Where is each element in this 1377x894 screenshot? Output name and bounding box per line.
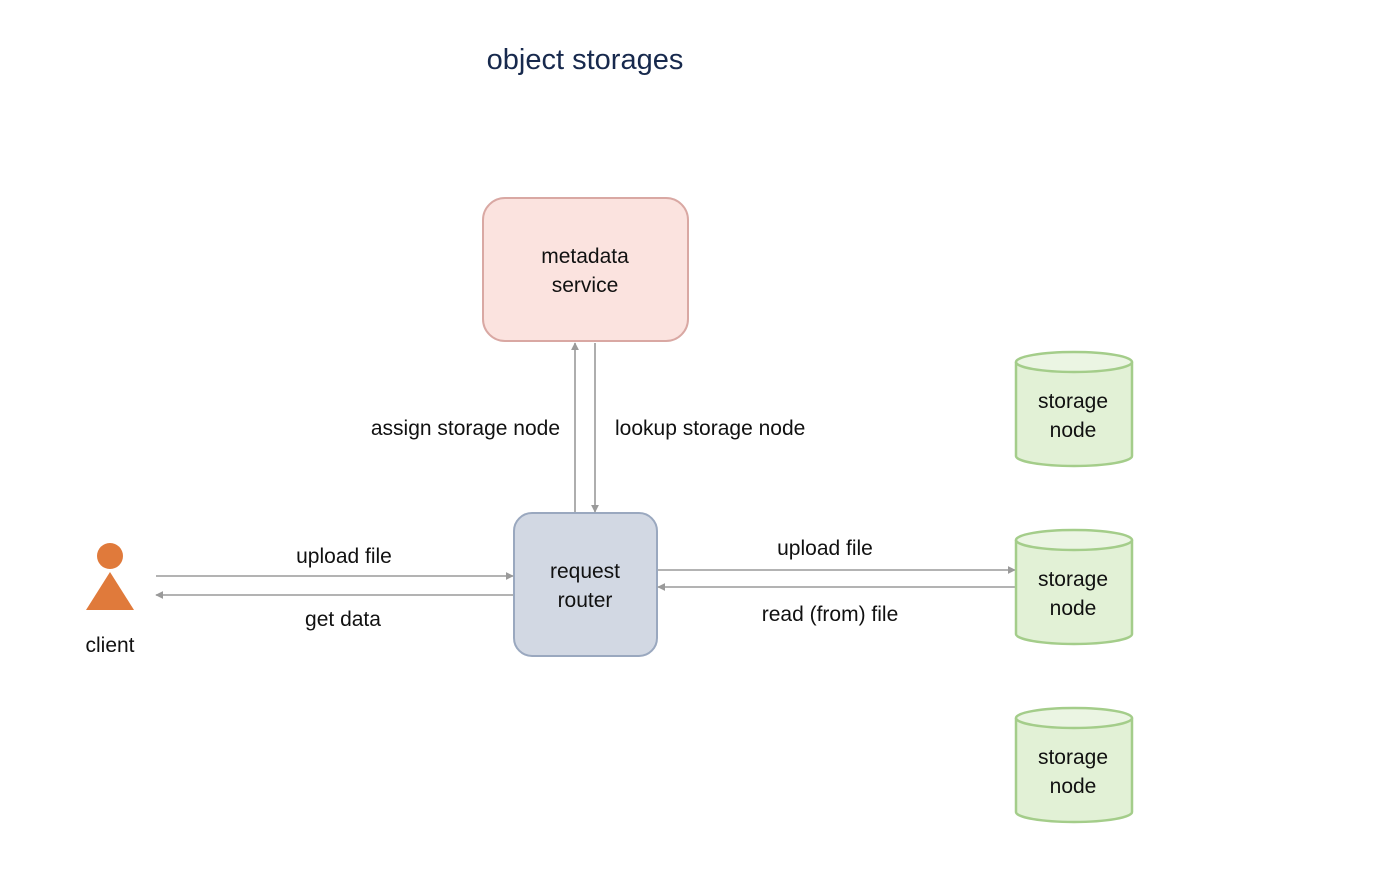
lookup-storage-node-label: lookup storage node [615, 417, 805, 440]
storage-node-3-label-line1: storage [1038, 746, 1108, 769]
metadata-service-node: metadata service [482, 197, 689, 342]
client-label: client [85, 634, 134, 657]
storage-node-2-label-line1: storage [1038, 568, 1108, 591]
storage-node-3-label-line2: node [1050, 775, 1097, 798]
request-router-label-line1: request [550, 560, 620, 583]
client-actor: client [85, 543, 135, 657]
storage-node-1-label-line2: node [1050, 419, 1097, 442]
storage-node-3-cylinder-icon [1014, 718, 1134, 824]
storage-node-2: storage node [1014, 528, 1134, 646]
metadata-service-box [482, 197, 689, 342]
storage-upload-file-label: upload file [777, 537, 873, 560]
metadata-service-label-line1: metadata [541, 245, 629, 268]
storage-node-2-label-line2: node [1050, 597, 1097, 620]
client-get-data-label: get data [305, 608, 381, 631]
diagram-title: object storages [487, 44, 684, 76]
storage-node-1-top [1014, 350, 1134, 374]
storage-node-2-top [1014, 528, 1134, 552]
storage-node-1-cylinder-icon [1014, 362, 1134, 468]
storage-node-3-top [1014, 706, 1134, 730]
storage-node-1-label-line1: storage [1038, 390, 1108, 413]
storage-node-1: storage node [1014, 350, 1134, 468]
request-router-label-line2: router [558, 589, 613, 612]
client-upload-file-label: upload file [296, 545, 392, 568]
metadata-service-label-line2: service [552, 274, 619, 297]
assign-storage-node-label: assign storage node [371, 417, 560, 440]
request-router-node: request router [513, 512, 658, 657]
storage-node-3: storage node [1014, 706, 1134, 824]
client-head-icon [97, 543, 123, 569]
client-body-icon [86, 572, 134, 610]
storage-read-file-label: read (from) file [762, 603, 899, 626]
storage-node-2-cylinder-icon [1014, 540, 1134, 646]
request-router-box [513, 512, 658, 657]
